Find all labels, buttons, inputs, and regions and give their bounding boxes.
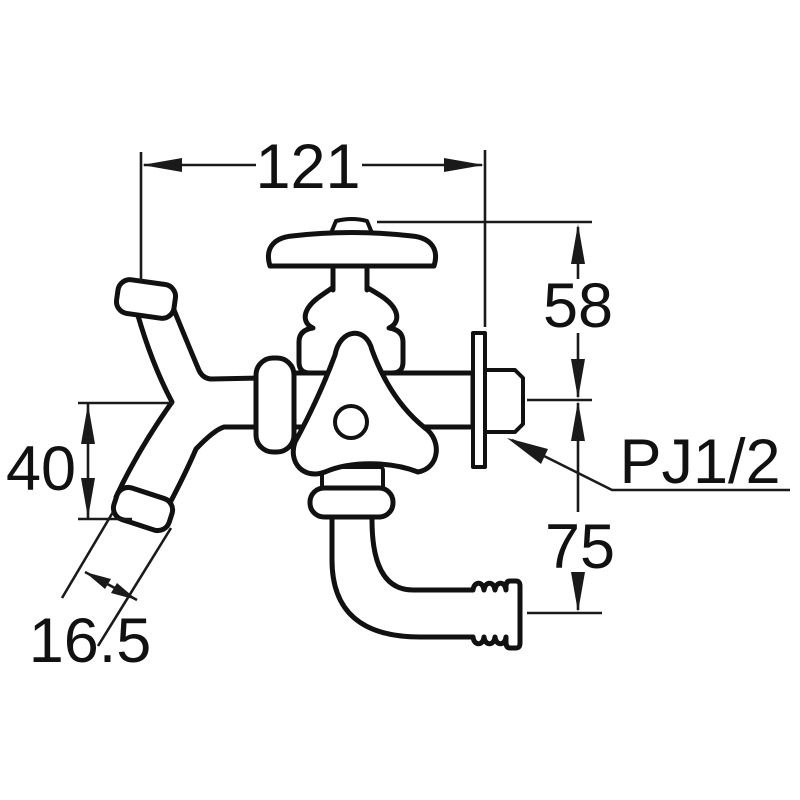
wall-thread-nipple (483, 368, 525, 434)
arrowhead (571, 224, 585, 264)
dim-label-lower-height: 75 (545, 512, 615, 582)
arrowhead (571, 401, 585, 441)
arrowhead (444, 158, 484, 172)
bonnet (296, 285, 406, 376)
spout-ring (307, 485, 396, 520)
arrowhead (571, 359, 585, 399)
callout-thread-spec: PJ1/2 (507, 427, 790, 497)
spout-pipe-hose-connector (329, 502, 523, 651)
dim-label-nozzle-diameter: 16.5 (29, 606, 152, 676)
thread-spec-label: PJ1/2 (619, 427, 780, 497)
dim-label-upper-height: 58 (543, 271, 613, 341)
dim-nozzle-diameter: 16.5 (29, 511, 173, 676)
upper-nozzle-cap (113, 277, 179, 321)
dim-overall-width: 121 (139, 132, 487, 327)
stem-mask (335, 283, 365, 292)
flange-hole (333, 404, 369, 440)
body-mounting-ring (253, 355, 297, 455)
handle-cap (329, 217, 374, 235)
triangle-flange (290, 330, 439, 477)
arrowhead (111, 583, 137, 600)
dim-lower-height: 75 (527, 401, 615, 615)
arrowhead (507, 438, 548, 464)
arrowhead (81, 478, 95, 518)
dim-label-left-offset: 40 (6, 434, 76, 504)
arrowhead (142, 158, 182, 172)
arrowhead (571, 572, 585, 612)
dim-left-offset: 40 (6, 401, 174, 521)
dim-upper-height: 58 (377, 220, 613, 402)
handle-wheel (266, 230, 438, 269)
arrowhead (85, 572, 111, 589)
arrowhead (81, 404, 95, 444)
dim-label-width: 121 (255, 132, 360, 202)
